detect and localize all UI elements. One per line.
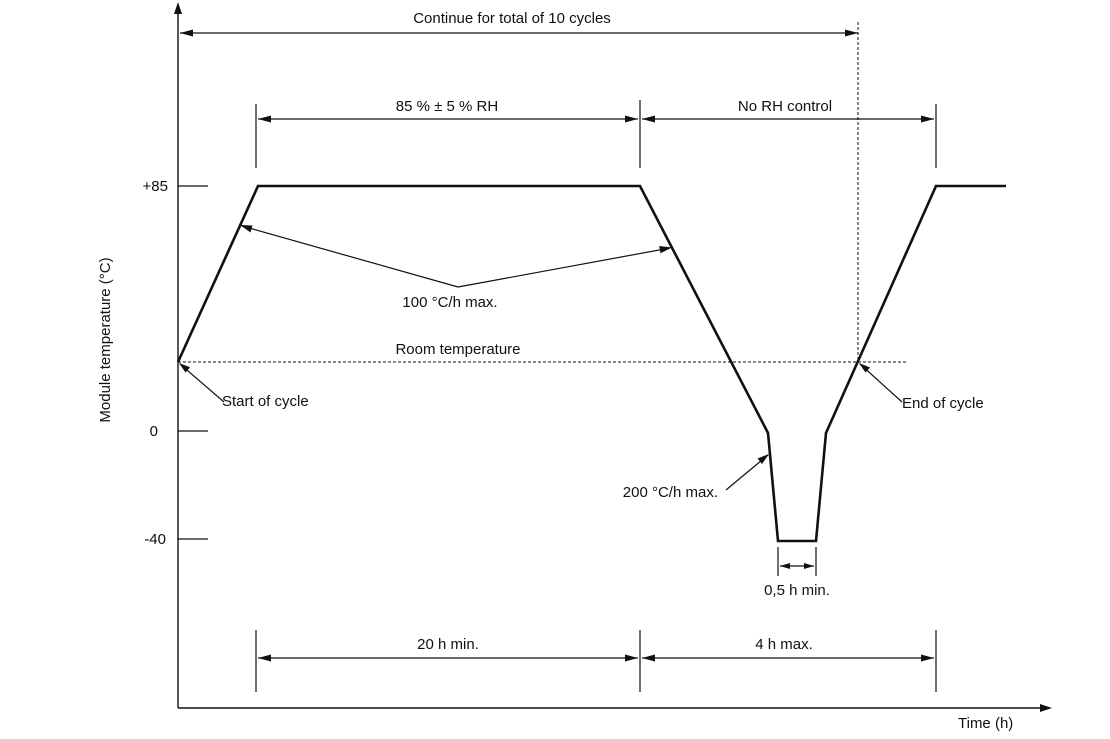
cold-phase-label: 4 h max.	[755, 636, 813, 653]
y-tick-label-85: +85	[143, 178, 168, 195]
y-tick-label-0: 0	[150, 423, 158, 440]
axes: +85 0 -40 Module temperature (°C) Time (…	[97, 2, 1052, 732]
end-of-cycle-callout: End of cycle	[859, 363, 984, 412]
end-of-cycle-label: End of cycle	[902, 395, 984, 412]
dwell-low-label: 0,5 h min.	[764, 582, 830, 599]
y-tick-label-minus40: -40	[144, 531, 166, 548]
start-of-cycle-label: Start of cycle	[222, 393, 309, 410]
cool-ramp-callout: 200 °C/h max.	[623, 454, 769, 501]
no-rh-control-label: No RH control	[738, 98, 832, 115]
rh-control-dimension: 85 % ± 5 % RH No RH control	[255, 98, 937, 168]
temperature-profile	[176, 184, 1006, 543]
x-axis-label: Time (h)	[958, 715, 1013, 732]
total-cycles-dimension: Continue for total of 10 cycles	[180, 10, 858, 37]
dwell-high-label: 20 h min.	[417, 636, 479, 653]
y-axis-arrowhead	[174, 2, 182, 14]
heat-ramp-annotation: 100 °C/h max.	[240, 225, 672, 311]
cool-ramp-label: 200 °C/h max.	[623, 484, 718, 501]
start-of-cycle-callout: Start of cycle	[179, 363, 309, 410]
total-cycles-label: Continue for total of 10 cycles	[413, 10, 611, 27]
y-axis-label: Module temperature (°C)	[97, 257, 114, 422]
rh-control-label: 85 % ± 5 % RH	[396, 98, 498, 115]
room-temperature-label: Room temperature	[395, 341, 520, 358]
dwell-low-dimension: 0,5 h min.	[764, 547, 830, 599]
bottom-dimensions: 20 h min. 4 h max.	[255, 630, 937, 692]
x-axis-arrowhead	[1040, 704, 1052, 712]
heat-ramp-label: 100 °C/h max.	[402, 294, 497, 311]
